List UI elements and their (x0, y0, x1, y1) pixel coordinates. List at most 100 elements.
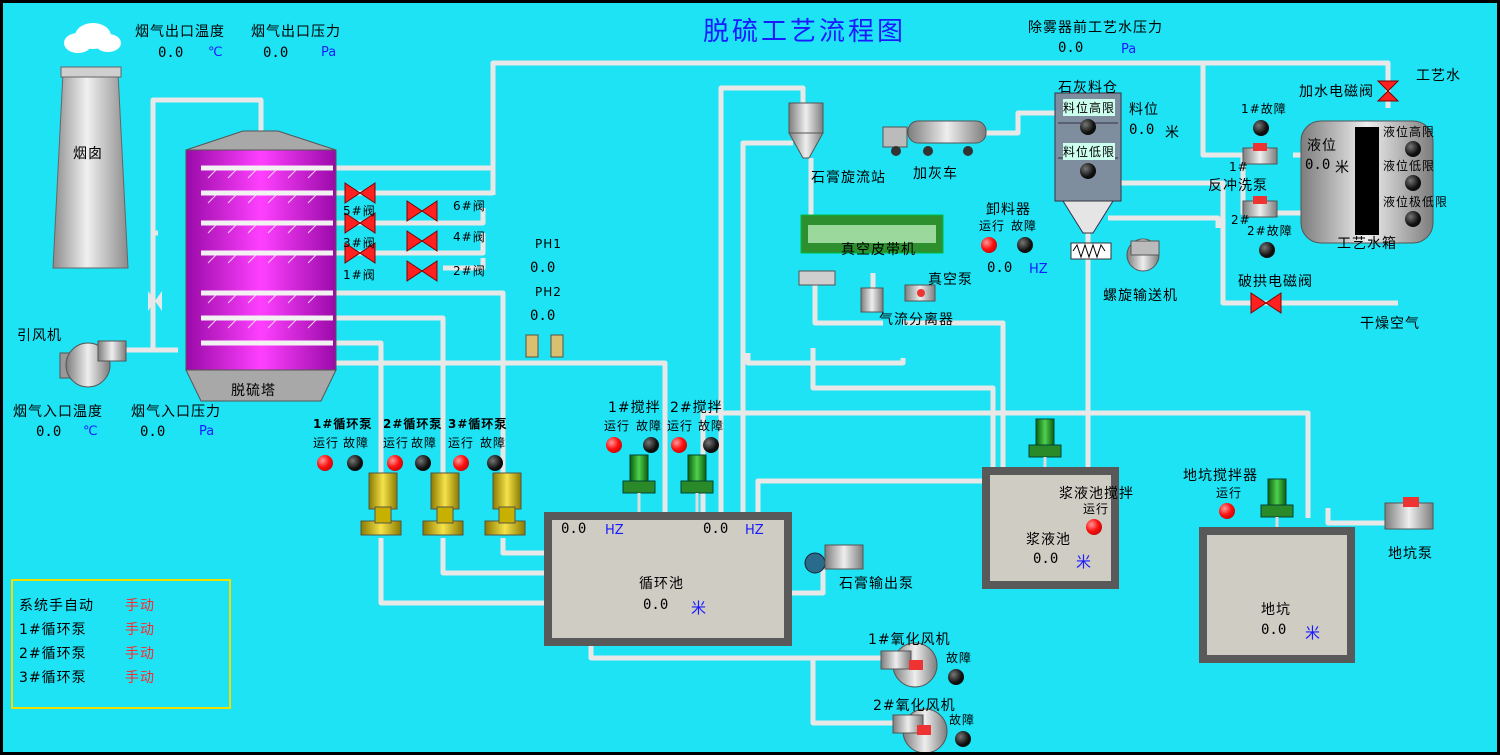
water-hi-lamp (1405, 141, 1421, 157)
mixer-2-label: 2#搅拌 (670, 400, 723, 416)
circ-pump-3-label: 3#循环泵 (448, 417, 508, 431)
flush-pump-1-label: 1# (1229, 160, 1249, 174)
valve-1[interactable]: 1#阀 (343, 268, 376, 282)
gypsum-pump-label: 石膏输出泵 (839, 576, 914, 592)
silo-high-label: 料位高限 (1063, 99, 1116, 116)
circ-pump-1-fault-label: 故障 (343, 436, 370, 450)
flush-pump-label: 反冲洗泵 (1208, 178, 1268, 194)
dry-air-label: 干燥空气 (1360, 316, 1420, 332)
mode-row-system-label: 系统手自动 (19, 598, 94, 614)
pit-pool (1199, 527, 1355, 663)
screw-conveyor-label: 螺旋输送机 (1103, 288, 1178, 304)
gypsum-pump-shape (804, 544, 864, 574)
mixer-1-run-lamp (606, 437, 622, 453)
outlet-press-label: 烟气出口压力 (251, 24, 341, 40)
circ-pump-3-fault-lamp (487, 455, 503, 471)
circ-pump-1-run-label: 运行 (313, 436, 340, 450)
circ-pump-1-fault-lamp (347, 455, 363, 471)
scada-screen: 脱硫工艺流程图 烟囱 烟气出口温度 0.0 ℃ 烟气出口压力 0.0 Pa 引风… (3, 3, 1497, 752)
ph1-label: PH1 (535, 237, 562, 251)
valve-5[interactable]: 5#阀 (343, 204, 376, 218)
circ-pump-3-run-lamp (453, 455, 469, 471)
oxi-fan-1-fault-label: 故障 (946, 651, 973, 665)
slurry-mixer-label: 浆液池搅拌 (1059, 486, 1134, 502)
process-water-label: 工艺水 (1416, 68, 1461, 84)
circ-pool-label: 循环池 (639, 576, 684, 592)
water-lolo-label: 液位极低限 (1383, 195, 1449, 209)
water-tank-label: 工艺水箱 (1337, 236, 1397, 252)
valve-6[interactable]: 6#阀 (453, 199, 486, 213)
mixer-2-run-label: 运行 (667, 419, 694, 433)
unloader-fault-label: 故障 (1011, 219, 1038, 233)
silo-level-unit: 米 (1165, 125, 1180, 141)
circ-pump-1-label: 1#循环泵 (313, 417, 373, 431)
mode-row-pump1-value[interactable]: 手动 (125, 622, 155, 638)
circ-pool-hz1-unit: HZ (605, 523, 624, 538)
gypsum-cyclone-label: 石膏旋流站 (811, 170, 886, 186)
circ-pump-1-run-lamp (317, 455, 333, 471)
flush-pump-2-label: 2# (1231, 213, 1251, 227)
outlet-temp-value: 0.0 (158, 45, 184, 61)
water-hi-label: 液位高限 (1383, 125, 1436, 139)
valve-3[interactable]: 3#阀 (343, 236, 376, 250)
circ-pump-2-fault-label: 故障 (411, 436, 438, 450)
flush-pump-1-fault-lamp (1253, 120, 1269, 136)
circ-pump-3-run-label: 运行 (448, 436, 475, 450)
valve-4[interactable]: 4#阀 (453, 230, 486, 244)
circ-pump-2-fault-lamp (415, 455, 431, 471)
circ-pump-2-run-label: 运行 (383, 436, 410, 450)
vacuum-pump-label: 真空泵 (928, 272, 973, 288)
ph2-value: 0.0 (530, 308, 556, 324)
lime-truck-label: 加灰车 (913, 166, 958, 182)
slurry-pool-level: 0.0 (1033, 551, 1059, 567)
ph-probes (525, 334, 564, 358)
ph1-value: 0.0 (530, 260, 556, 276)
pit-level: 0.0 (1261, 622, 1287, 638)
mixer-2-fault-label: 故障 (698, 419, 725, 433)
pit-unit: 米 (1305, 624, 1321, 642)
circ-pool-level-unit: 米 (691, 599, 707, 617)
pit-label: 地坑 (1261, 602, 1291, 618)
demister-unit: Pa (1121, 42, 1137, 57)
water-level-unit: 米 (1335, 160, 1350, 176)
circ-pool-hz2-unit: HZ (745, 523, 764, 538)
flush-pumps (1242, 143, 1278, 218)
circulation-pool (544, 512, 792, 646)
lime-truck (882, 120, 987, 156)
valve-2[interactable]: 2#阀 (453, 264, 486, 278)
vacuum-belt-machine (798, 214, 944, 313)
mode-row-system-value[interactable]: 手动 (125, 598, 155, 614)
oxi-fan-2-label: 2#氧化风机 (873, 698, 956, 714)
oxidation-fans (880, 642, 948, 752)
water-level-value: 0.0 (1305, 157, 1331, 173)
silo-low-lamp (1080, 163, 1096, 179)
oxi-fan-2-fault-label: 故障 (949, 713, 976, 727)
mode-row-pump3-label: 3#循环泵 (19, 670, 87, 686)
outlet-press-value: 0.0 (263, 45, 289, 61)
separator-label: 气流分离器 (879, 312, 954, 328)
mode-row-pump2-value[interactable]: 手动 (125, 646, 155, 662)
mode-row-pump1-label: 1#循环泵 (19, 622, 87, 638)
oxi-fan-2-fault-lamp (955, 731, 971, 747)
unloader-label: 卸料器 (986, 202, 1031, 218)
mixer-1-fault-lamp (643, 437, 659, 453)
water-lolo-lamp (1405, 211, 1421, 227)
outlet-press-unit: Pa (321, 45, 337, 60)
demister-label: 除雾器前工艺水压力 (1028, 20, 1163, 36)
mixer-2-run-lamp (671, 437, 687, 453)
flush-pump-1-fault-label: 1#故障 (1241, 102, 1287, 116)
circ-pool-level-value: 0.0 (643, 597, 669, 613)
circ-pool-hz1-value: 0.0 (561, 521, 587, 537)
induced-fan[interactable] (59, 340, 127, 388)
silo-level-value: 0.0 (1129, 122, 1155, 138)
chimney-label: 烟囱 (73, 146, 103, 162)
unloader-run-label: 运行 (979, 219, 1006, 233)
oxi-fan-1-fault-lamp (948, 669, 964, 685)
flush-pump-2-fault-lamp (1259, 242, 1275, 258)
outlet-temp-label: 烟气出口温度 (135, 24, 225, 40)
pit-mixer-run-label: 运行 (1216, 486, 1243, 500)
mode-row-pump3-value[interactable]: 手动 (125, 670, 155, 686)
mode-row-pump2-label: 2#循环泵 (19, 646, 87, 662)
slurry-pool-unit: 米 (1076, 553, 1092, 571)
unloader-run-lamp (981, 237, 997, 253)
